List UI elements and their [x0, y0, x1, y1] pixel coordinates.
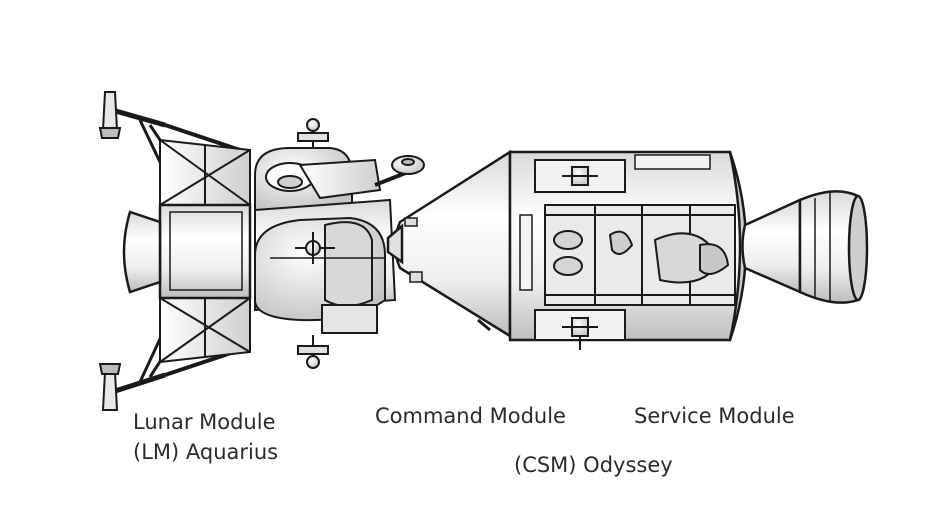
command-module [386, 149, 512, 339]
service-module [508, 150, 748, 350]
lm-descent-stage [158, 203, 252, 300]
lm-rcs-thruster-top [297, 118, 329, 148]
lunar-module-label-line1: Lunar Module [133, 410, 276, 434]
sm-rcs-quad-top [562, 166, 598, 186]
lm-ascent-stage [254, 147, 397, 334]
lm-docking-hatch [374, 155, 425, 187]
sps-engine-nozzle [741, 190, 869, 304]
lm-truss-upper [159, 138, 251, 206]
sm-rcs-quad-bottom [562, 317, 598, 350]
cm-docking-probe [386, 223, 404, 265]
sm-exposed-bays [544, 204, 736, 306]
lm-truss-lower [159, 297, 251, 364]
lm-rcs-thruster-bottom [297, 335, 329, 369]
csm-label: (CSM) Odyssey [514, 453, 673, 477]
command-module-label: Command Module [375, 404, 566, 428]
lm-descent-engine [122, 210, 162, 294]
lunar-module [98, 91, 425, 411]
lunar-module-label-line2: (LM) Aquarius [133, 440, 279, 464]
lm-rcs-thruster-side [295, 232, 335, 264]
service-module-label: Service Module [634, 404, 795, 428]
